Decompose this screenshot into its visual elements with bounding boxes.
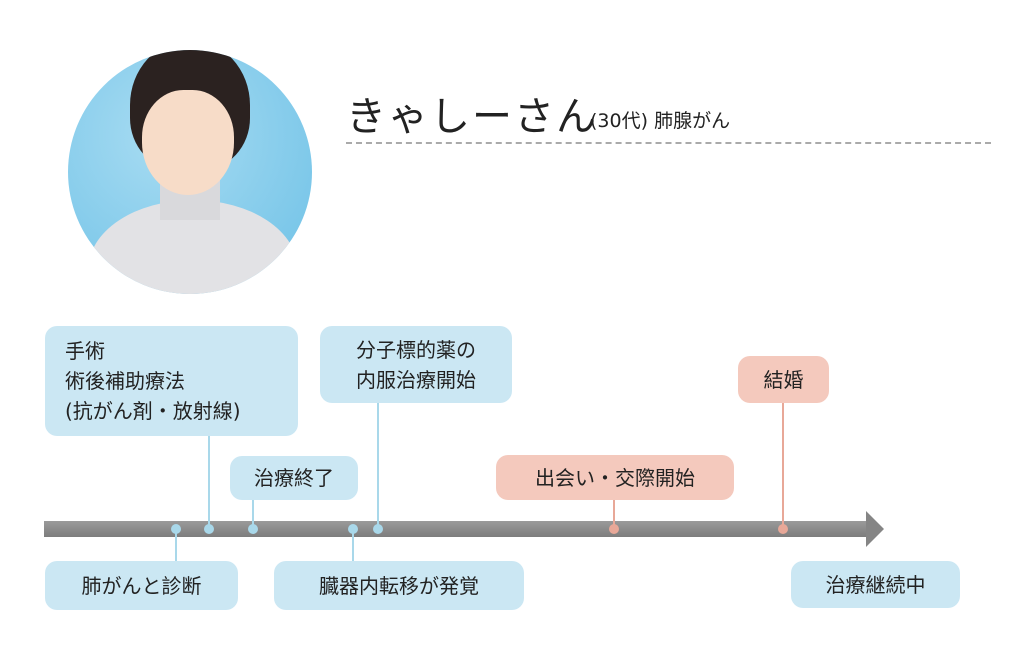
event-targeted-therapy: 分子標的薬の 内服治療開始	[320, 326, 512, 403]
connector	[613, 500, 615, 528]
event-label: 治療終了	[254, 466, 334, 490]
divider	[346, 142, 991, 144]
event-surgery: 手術 術後補助療法 (抗がん剤・放射線)	[45, 326, 298, 436]
connector	[352, 528, 354, 562]
avatar-face	[142, 90, 234, 195]
event-label: (抗がん剤・放射線)	[65, 399, 241, 423]
person-name: きゃしーさん	[346, 94, 598, 140]
timeline-dot	[348, 524, 358, 534]
timeline-dot	[204, 524, 214, 534]
timeline-dot	[778, 524, 788, 534]
event-diagnosis: 肺がんと診断	[45, 561, 238, 610]
avatar-illustration	[68, 50, 312, 294]
connector	[252, 500, 254, 528]
event-treatment-end: 治療終了	[230, 456, 358, 500]
age: (30代)	[590, 110, 649, 132]
event-label: 肺がんと診断	[81, 573, 202, 598]
timeline-dot	[373, 524, 383, 534]
event-meeting: 出会い・交際開始	[496, 455, 734, 500]
timeline-dot	[171, 524, 181, 534]
diagnosis: 肺腺がん	[654, 110, 731, 132]
event-label: 結婚	[763, 367, 804, 392]
event-label: 内服治療開始	[356, 367, 476, 392]
event-label: 手術	[65, 339, 105, 363]
arrow-head-icon	[866, 511, 884, 547]
event-label: 臓器内転移が発覚	[319, 573, 479, 598]
timeline-dot	[248, 524, 258, 534]
event-label: 術後補助療法	[65, 369, 185, 393]
event-marriage: 結婚	[738, 356, 829, 403]
event-label: 分子標的薬の	[356, 337, 476, 362]
event-label: 出会い・交際開始	[535, 465, 695, 490]
connector	[377, 403, 379, 528]
connector	[175, 528, 177, 562]
event-metastasis: 臓器内転移が発覚	[274, 561, 524, 610]
connector	[782, 403, 784, 528]
event-ongoing: 治療継続中	[791, 561, 960, 608]
connector	[208, 436, 210, 528]
timeline-bar	[44, 521, 869, 537]
person-info: (30代) 肺腺がん	[590, 106, 730, 133]
event-label: 治療継続中	[825, 572, 926, 597]
timeline-dot	[609, 524, 619, 534]
